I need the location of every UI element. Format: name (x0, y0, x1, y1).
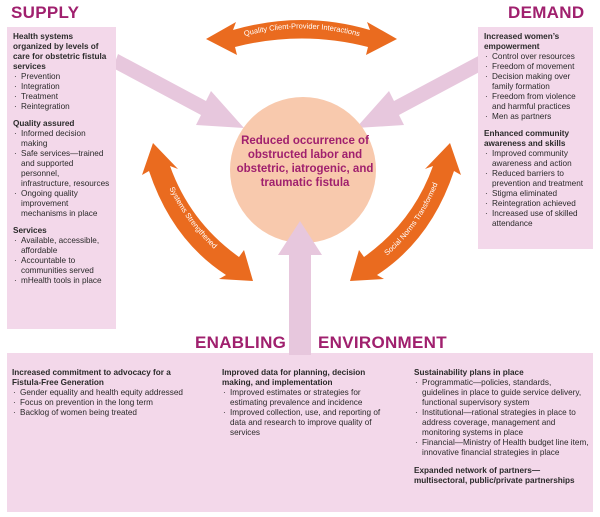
enabling-column-data: Improved data for planning, decision mak… (222, 368, 387, 438)
list-item: Stigma eliminated (484, 189, 587, 199)
list-item: Focus on prevention in the long term (12, 398, 192, 408)
list-item: Accountable to communities served (13, 256, 110, 276)
list-item: Available, accessible, affordable (13, 236, 110, 256)
section-title: Health systems organized by levels of ca… (13, 32, 107, 71)
section-title: Sustainability plans in place (414, 368, 524, 377)
bullet-list: Improved community awareness and actionR… (484, 149, 587, 229)
bullet-list: Gender equality and health equity addres… (12, 388, 192, 418)
list-item: Reduced barriers to prevention and treat… (484, 169, 587, 189)
section-title: Quality assured (13, 119, 75, 128)
center-circle (230, 97, 376, 243)
list-item: Institutional—rational strategies in pla… (414, 408, 590, 438)
right-orange-arrow (350, 143, 461, 281)
supply-heading: SUPPLY (11, 3, 80, 22)
list-item: Treatment (13, 92, 110, 102)
enabling-column-sustainability: Sustainability plans in placeProgrammati… (414, 368, 590, 486)
section-title: Enhanced community awareness and skills (484, 129, 570, 148)
list-item: Decision making over family formation (484, 72, 587, 92)
section-title: Services (13, 226, 47, 235)
demand-panel: Increased women’s empowermentControl ove… (478, 27, 593, 249)
enabling-column-advocacy: Increased commitment to advocacy for a F… (12, 368, 192, 418)
section-title: Improved data for planning, decision mak… (222, 368, 366, 387)
section-title: Expanded network of partners—multisector… (414, 466, 575, 485)
section-title: Increased women’s empowerment (484, 32, 560, 51)
list-item: Men as partners (484, 112, 587, 122)
top-orange-arrow (206, 20, 397, 55)
enabling-heading: ENABLING (195, 333, 287, 352)
supply-panel: Health systems organized by levels of ca… (7, 27, 116, 329)
list-item: Informed decision making (13, 129, 110, 149)
list-item: Control over resources (484, 52, 587, 62)
list-item: Ongoing quality improvement mechanisms i… (13, 189, 110, 219)
list-item: Improved community awareness and action (484, 149, 587, 169)
list-item: Safe services—trained and supported pers… (13, 149, 110, 189)
list-item: Integration (13, 82, 110, 92)
section-title: Increased commitment to advocacy for a F… (12, 368, 171, 387)
demand-heading: DEMAND (508, 3, 585, 22)
left-orange-arrow (142, 143, 253, 281)
list-item: Financial—Ministry of Health budget line… (414, 438, 590, 458)
list-item: Reintegration (13, 102, 110, 112)
bullet-list: Improved estimates or strategies for est… (222, 388, 387, 438)
bullet-list: Control over resourcesFreedom of movemen… (484, 52, 587, 122)
list-item: Improved estimates or strategies for est… (222, 388, 387, 408)
bullet-list: Available, accessible, affordableAccount… (13, 236, 110, 286)
list-item: Backlog of women being treated (12, 408, 192, 418)
list-item: Gender equality and health equity addres… (12, 388, 192, 398)
bullet-list: Programmatic—policies, standards, guidel… (414, 378, 590, 458)
list-item: Increased use of skilled attendance (484, 209, 587, 229)
environment-heading: ENVIRONMENT (318, 333, 447, 352)
list-item: Prevention (13, 72, 110, 82)
demand-arrow (356, 54, 487, 128)
list-item: Reintegration achieved (484, 199, 587, 209)
list-item: Freedom from violence and harmful practi… (484, 92, 587, 112)
supply-arrow (113, 54, 244, 128)
list-item: Freedom of movement (484, 62, 587, 72)
center-outcome-text: Reduced occurrence of obstructed labor a… (236, 135, 374, 189)
enabling-arrow (278, 221, 322, 355)
list-item: Improved collection, use, and reporting … (222, 408, 387, 438)
bullet-list: Informed decision makingSafe services—tr… (13, 129, 110, 219)
list-item: Programmatic—policies, standards, guidel… (414, 378, 590, 408)
bullet-list: PreventionIntegrationTreatmentReintegrat… (13, 72, 110, 112)
list-item: mHealth tools in place (13, 276, 110, 286)
